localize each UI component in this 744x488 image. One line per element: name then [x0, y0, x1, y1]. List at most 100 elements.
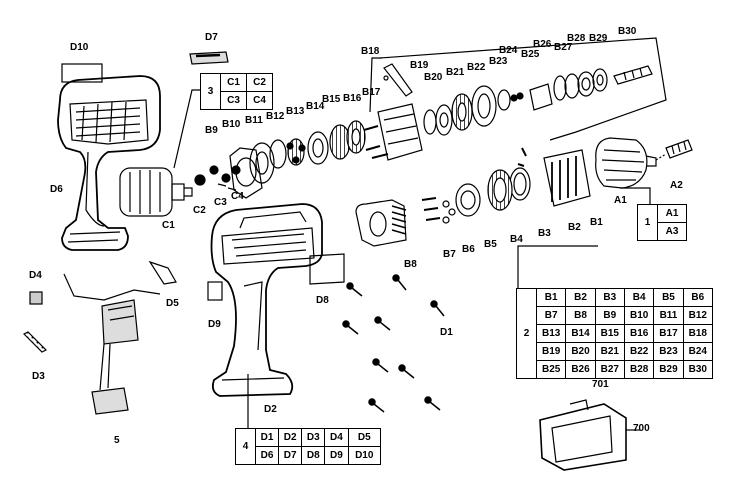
kit-3-cell: C1	[220, 73, 247, 92]
kit-2-cell: B13	[535, 324, 567, 343]
kit-1-number: 1	[637, 204, 658, 241]
kit-1-cell: A1	[657, 204, 687, 223]
kit-4-cell: D2	[278, 428, 303, 447]
kit-2-cell: B14	[565, 324, 596, 343]
kit-2-cell: B18	[682, 324, 714, 343]
kit-2-cell: B17	[653, 324, 684, 343]
callout-b1: B1	[590, 217, 603, 228]
gear-housing	[363, 63, 453, 161]
kit-2-cell: B8	[565, 306, 596, 325]
kit-2-cell: B4	[623, 288, 655, 307]
callout-b30: B30	[618, 26, 637, 37]
assembly-bracket-top	[379, 37, 667, 141]
callout-b27: B27	[554, 42, 573, 53]
callout-b8: B8	[404, 259, 417, 270]
leader-b-kit2	[517, 245, 598, 300]
kit-2-cell: B11	[653, 306, 684, 325]
kit-table-4: 4 D1 D2 D3 D4 D5 D6 D7 D8 D9 D10	[235, 428, 381, 465]
drill-housing-right-half	[210, 203, 323, 397]
callout-b6: B6	[462, 244, 475, 255]
kit-4-cell: D7	[278, 446, 303, 465]
kit-2-cell: B30	[682, 360, 714, 379]
callout-b11: B11	[245, 115, 263, 126]
planetary-gear-stages	[307, 120, 366, 165]
label-tag-d10	[61, 63, 103, 83]
kit-2-cell: B12	[682, 306, 714, 325]
kit-2-cell: B21	[594, 342, 625, 361]
kit-2-cell: B27	[594, 360, 625, 379]
kit-1-cell: A3	[657, 222, 687, 241]
kit-2-cell: B20	[565, 342, 596, 361]
carry-case	[539, 399, 640, 471]
kit-3-cell: C3	[220, 91, 247, 110]
callout-b24: B24	[499, 45, 518, 56]
callout-b7: B7	[443, 249, 456, 260]
kit-2-cell: B15	[594, 324, 625, 343]
label-d8	[309, 253, 345, 285]
callout-d9: D9	[208, 319, 221, 330]
callout-a2: A2	[670, 180, 683, 191]
kit-2-cell: B7	[535, 306, 567, 325]
kit-table-1: 1 A1 A3	[637, 204, 687, 241]
kit-2-cell: B3	[594, 288, 625, 307]
part-d3	[22, 331, 48, 353]
callout-b20: B20	[424, 72, 443, 83]
callout-part-5: 5	[114, 435, 120, 446]
kit-2-cell: B5	[653, 288, 684, 307]
kit-2-cell: B25	[535, 360, 567, 379]
callout-b21: B21	[446, 67, 465, 78]
callout-b13: B13	[286, 106, 305, 117]
motor	[119, 167, 193, 217]
callout-b19: B19	[410, 60, 429, 71]
callout-d6: D6	[50, 184, 63, 195]
kit-4-cell: D3	[301, 428, 326, 447]
trigger-switch-assembly	[63, 273, 161, 415]
callout-a1: A1	[614, 195, 627, 206]
kit-2-cell: B2	[565, 288, 596, 307]
assembly-bracket-b18	[369, 57, 382, 113]
callout-b4: B4	[510, 234, 523, 245]
kit-4-cell: D6	[254, 446, 280, 465]
kit-table-2: 2 B1 B2 B3 B4 B5 B6 B7 B8 B9 B10 B11 B12…	[516, 288, 714, 379]
callout-b18: B18	[361, 46, 380, 57]
callout-c2: C2	[193, 205, 206, 216]
callout-b17: B17	[362, 87, 381, 98]
callout-d5: D5	[166, 298, 179, 309]
kit-4-cell: D8	[301, 446, 326, 465]
callout-b16: B16	[343, 93, 362, 104]
kit-2-cell: B22	[623, 342, 655, 361]
kit-2-cell: B23	[653, 342, 684, 361]
callout-c4: C4	[231, 191, 244, 202]
callout-b5: B5	[484, 239, 497, 250]
kit-2-cell: B19	[535, 342, 567, 361]
callout-b26: B26	[533, 39, 552, 50]
callout-c1: C1	[162, 220, 175, 231]
kit-2-cell: B26	[565, 360, 596, 379]
part-d5	[148, 260, 177, 285]
kit-4-cell: D9	[324, 446, 349, 465]
callout-b15: B15	[322, 94, 341, 105]
kit-4-number: 4	[235, 428, 256, 465]
kit-4-cell: D4	[324, 428, 349, 447]
callout-c3: C3	[214, 197, 227, 208]
callout-b25: B25	[521, 49, 540, 60]
callout-d3: D3	[32, 371, 45, 382]
callout-d2: D2	[264, 404, 277, 415]
kit-2-cell: B1	[535, 288, 567, 307]
kit-4-cell: D1	[254, 428, 280, 447]
callout-d4: D4	[29, 270, 42, 281]
motor-pinion-parts	[194, 165, 241, 191]
callout-d7: D7	[205, 32, 218, 43]
drill-chuck	[595, 137, 693, 189]
callout-b10: B10	[222, 119, 241, 130]
label-d9	[207, 281, 223, 301]
kit-2-number: 2	[516, 288, 537, 379]
leader-a1-kit1	[620, 187, 651, 206]
clutch-collar-assembly	[355, 147, 591, 247]
kit-2-cell: B29	[653, 360, 684, 379]
callout-b28: B28	[567, 33, 586, 44]
callout-b2: B2	[568, 222, 581, 233]
kit-2-cell: B16	[623, 324, 655, 343]
kit-2-cell: B28	[623, 360, 655, 379]
